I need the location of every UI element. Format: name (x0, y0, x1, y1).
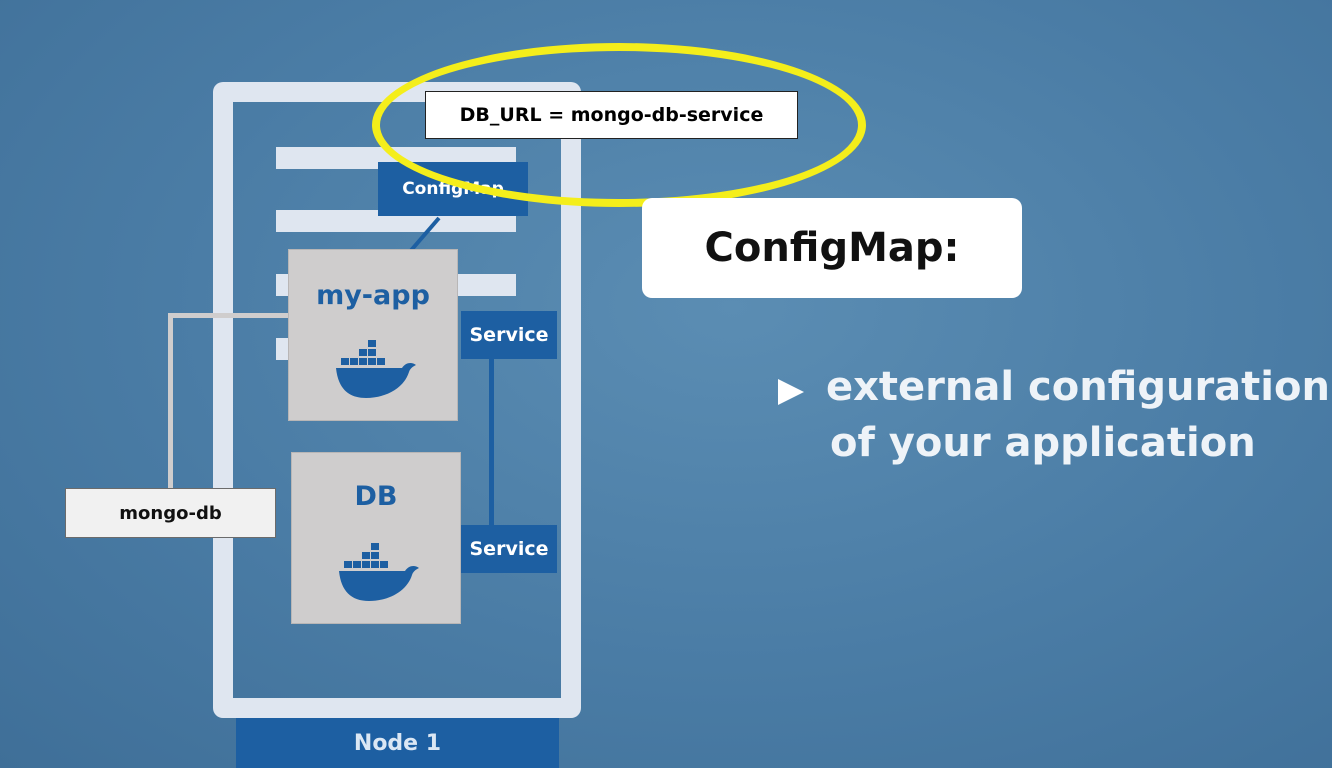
docker-whale-icon (339, 543, 419, 601)
db-pod: DB (291, 452, 461, 624)
bullet-text-line-2: of your application (830, 420, 1256, 466)
service-connector-line (489, 356, 494, 530)
highlight-ellipse (372, 43, 866, 207)
connector-line (168, 313, 290, 318)
service-box-app: Service (461, 311, 557, 359)
docker-whale-icon (336, 340, 416, 398)
db-pod-label: DB (354, 481, 398, 512)
node-frame (213, 82, 581, 718)
app-pod-label: my-app (316, 280, 430, 311)
bullet-text-line-1: external configuration (826, 364, 1330, 410)
panel-title: ConfigMap: (642, 198, 1022, 298)
connector-line (168, 313, 173, 489)
service-box-db: Service (461, 525, 557, 573)
app-pod: my-app (288, 249, 458, 421)
node-label: Node 1 (236, 718, 559, 768)
external-service-label: mongo-db (65, 488, 276, 538)
triangle-right-icon (778, 379, 804, 405)
